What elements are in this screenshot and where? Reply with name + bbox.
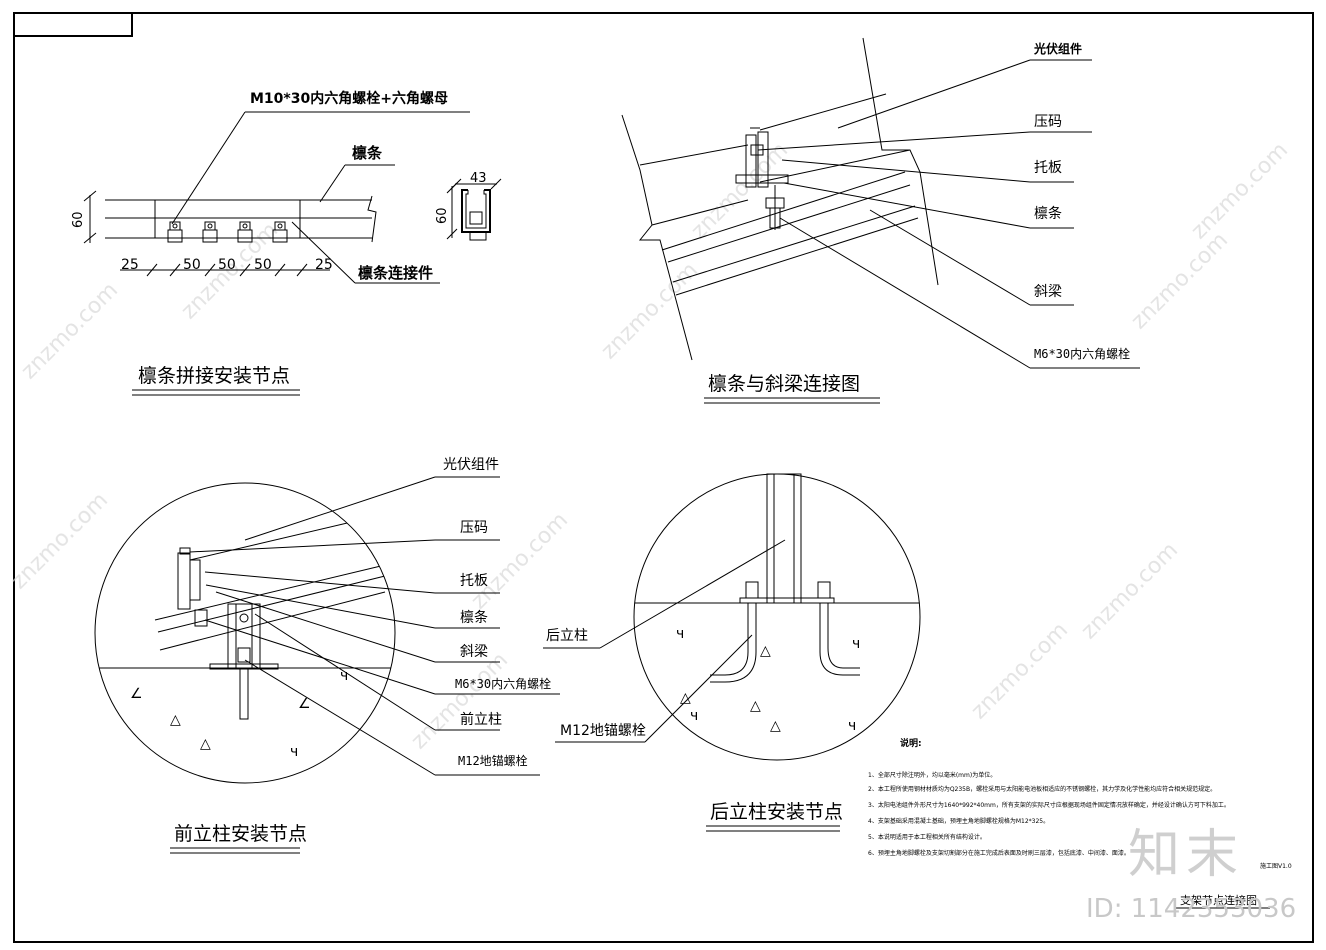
svg-text:znzmo.com: znzmo.com: [597, 258, 703, 364]
dim-1: 25: [121, 257, 139, 273]
bolt-label: M10*30内六角螺栓+六角螺母: [250, 90, 448, 107]
svg-text:△: △: [680, 690, 691, 706]
svg-text:△: △: [770, 718, 781, 734]
d3-label-3: 托板: [460, 573, 488, 589]
d2-label-2: 压码: [1034, 114, 1062, 130]
height-dim: 60: [71, 211, 86, 228]
detail2-title: 檩条与斜梁连接图: [708, 373, 860, 395]
note-4: 4、支架基础采用混凝土基础，预埋主角地脚螺栓规格为M12*325。: [868, 817, 1049, 825]
note-6: 6、预埋主角地脚螺栓及支架切割部分在施工完成后表面及时刷三层漆，包括底漆、中间漆…: [868, 849, 1130, 857]
detail-purlin-splice: 60 25 50 50 50 25 M10*30内六角螺栓+六角螺母 檩条 檩条…: [71, 90, 502, 396]
svg-text:△: △: [200, 736, 211, 752]
dim-4: 50: [254, 257, 272, 273]
svg-text:ч: ч: [690, 708, 698, 724]
svg-text:znzmo.com: znzmo.com: [967, 618, 1073, 724]
section-width: 43: [470, 171, 487, 186]
svg-text:∠: ∠: [130, 686, 143, 702]
svg-text:znzmo.com: znzmo.com: [17, 278, 123, 384]
sheet-border: [13, 12, 1314, 943]
svg-text:ч: ч: [852, 636, 860, 652]
svg-text:znzmo.com: znzmo.com: [407, 648, 513, 754]
detail-front-column: ∠ ч ∠ △ △ ч 光伏组件 压码 托板 檩条 斜梁: [94, 457, 560, 854]
svg-text:znzmo.com: znzmo.com: [7, 488, 113, 594]
d2-label-4: 檩条: [1034, 205, 1062, 222]
watermark-logo: 知末: [1128, 825, 1245, 885]
note-1: 1、全部尺寸除注明外，均以毫米(mm)为单位。: [868, 771, 996, 779]
svg-text:△: △: [170, 712, 181, 728]
d4-label-2: M12地锚螺栓: [560, 723, 646, 739]
purlin-label: 檩条: [352, 144, 383, 162]
svg-text:znzmo.com: znzmo.com: [1077, 538, 1183, 644]
note-5: 5、本说明适用于本工程相关所有结构设计。: [868, 833, 986, 841]
corner-tab: [13, 12, 133, 37]
svg-text:znzmo.com: znzmo.com: [1187, 138, 1293, 244]
d2-label-1: 光伏组件: [1033, 41, 1082, 56]
svg-text:ч: ч: [848, 718, 856, 734]
svg-text:∠: ∠: [298, 696, 311, 712]
detail3-title: 前立柱安装节点: [174, 823, 307, 845]
title-block: 支架节点连接图: [1176, 894, 1270, 909]
detail4-title: 后立柱安装节点: [710, 801, 843, 823]
watermarks: znzmo.com znzmo.com znzmo.com znzmo.com …: [7, 138, 1293, 754]
notes-heading: 说明:: [900, 737, 922, 749]
connector-label: 檩条连接件: [358, 264, 433, 282]
svg-text:△: △: [750, 698, 761, 714]
d2-label-5: 斜梁: [1034, 284, 1062, 300]
purlin-section: 43 60: [435, 171, 502, 241]
d3-label-1: 光伏组件: [443, 457, 499, 473]
d2-label-3: 托板: [1034, 160, 1062, 176]
d3-label-7: 前立柱: [460, 711, 502, 728]
d3-label-2: 压码: [460, 520, 488, 536]
drawing-title: 支架节点连接图: [1180, 894, 1257, 907]
svg-text:znzmo.com: znzmo.com: [1127, 228, 1233, 334]
note-3: 3、太阳电池组件外形尺寸为1640*992*40mm，所有支架的实际尺寸应根据现…: [868, 801, 1230, 809]
d2-label-6: M6*30内六角螺栓: [1034, 346, 1130, 361]
dim-2: 50: [183, 257, 201, 273]
d3-label-8: M12地锚螺栓: [458, 753, 528, 768]
detail-rear-column: ч △ ч △ △ ч △ ч 后立柱 M12地锚螺栓 后立柱安装节点: [543, 473, 921, 832]
watermark-id: ID: 1142353036: [1086, 894, 1297, 924]
bolt-group: [167, 221, 288, 243]
d4-label-1: 后立柱: [546, 628, 588, 644]
detail-purlin-beam: 光伏组件 压码 托板 檩条 斜梁 M6*30内六角螺栓 檩条与斜梁连接图: [621, 37, 1140, 404]
svg-text:ч: ч: [290, 744, 298, 760]
dim-3: 50: [218, 257, 236, 273]
version-label: 施工图V1.0: [1260, 862, 1292, 870]
notes: 说明: 1、全部尺寸除注明外，均以毫米(mm)为单位。 2、本工程所使用钢材材质…: [868, 737, 1292, 870]
dim-5: 25: [315, 257, 333, 273]
svg-text:△: △: [760, 643, 771, 659]
d3-label-5: 斜梁: [460, 644, 488, 660]
svg-text:ч: ч: [676, 626, 684, 642]
d3-label-4: 檩条: [460, 609, 488, 626]
d3-label-6: M6*30内六角螺栓: [455, 676, 551, 691]
svg-text:ч: ч: [340, 668, 348, 684]
detail1-title: 檩条拼接安装节点: [138, 365, 290, 387]
note-2: 2、本工程所使用钢材材质均为Q235B，螺栓采用与太阳能电池板相适应的不锈钢螺栓…: [868, 785, 1216, 793]
section-height: 60: [435, 207, 450, 224]
